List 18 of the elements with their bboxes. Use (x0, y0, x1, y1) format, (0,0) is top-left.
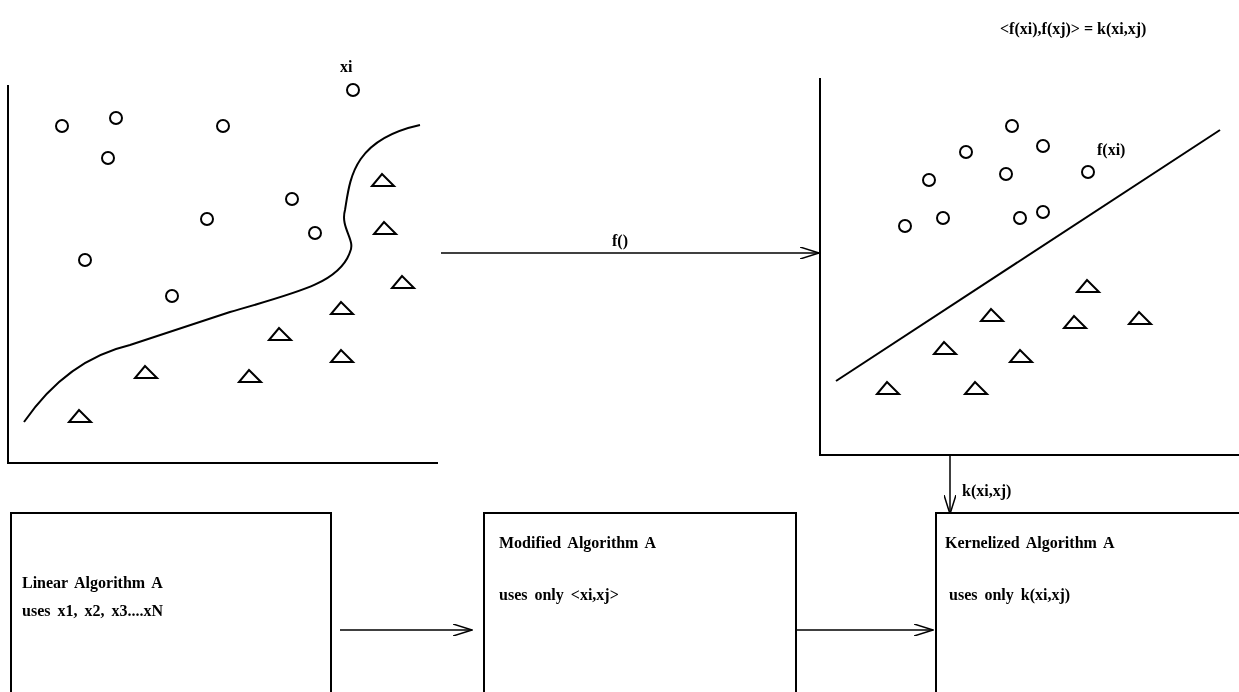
algorithm-box (10, 512, 332, 692)
box-text: uses only <xi,xj> (499, 586, 619, 604)
algorithm-box (483, 512, 797, 692)
point-label: f(xi) (1097, 141, 1126, 159)
algorithm-box (935, 512, 1239, 692)
box-title: Linear Algorithm A (22, 574, 163, 592)
arrow (796, 623, 934, 637)
formula-label: <f(xi),f(xj)> = k(xi,xj) (1000, 20, 1147, 38)
point-label: xi (340, 58, 353, 76)
arrow (440, 246, 820, 260)
box-title: Kernelized Algorithm A (945, 534, 1115, 552)
box-text: uses only k(xi,xj) (949, 586, 1071, 604)
box-title: Modified Algorithm A (499, 534, 657, 552)
arrow (339, 623, 473, 637)
box-text: uses x1, x2, x3....xN (22, 602, 163, 620)
edge-label: f() (612, 232, 628, 250)
arrow (943, 455, 957, 515)
edge-label: k(xi,xj) (962, 482, 1012, 500)
